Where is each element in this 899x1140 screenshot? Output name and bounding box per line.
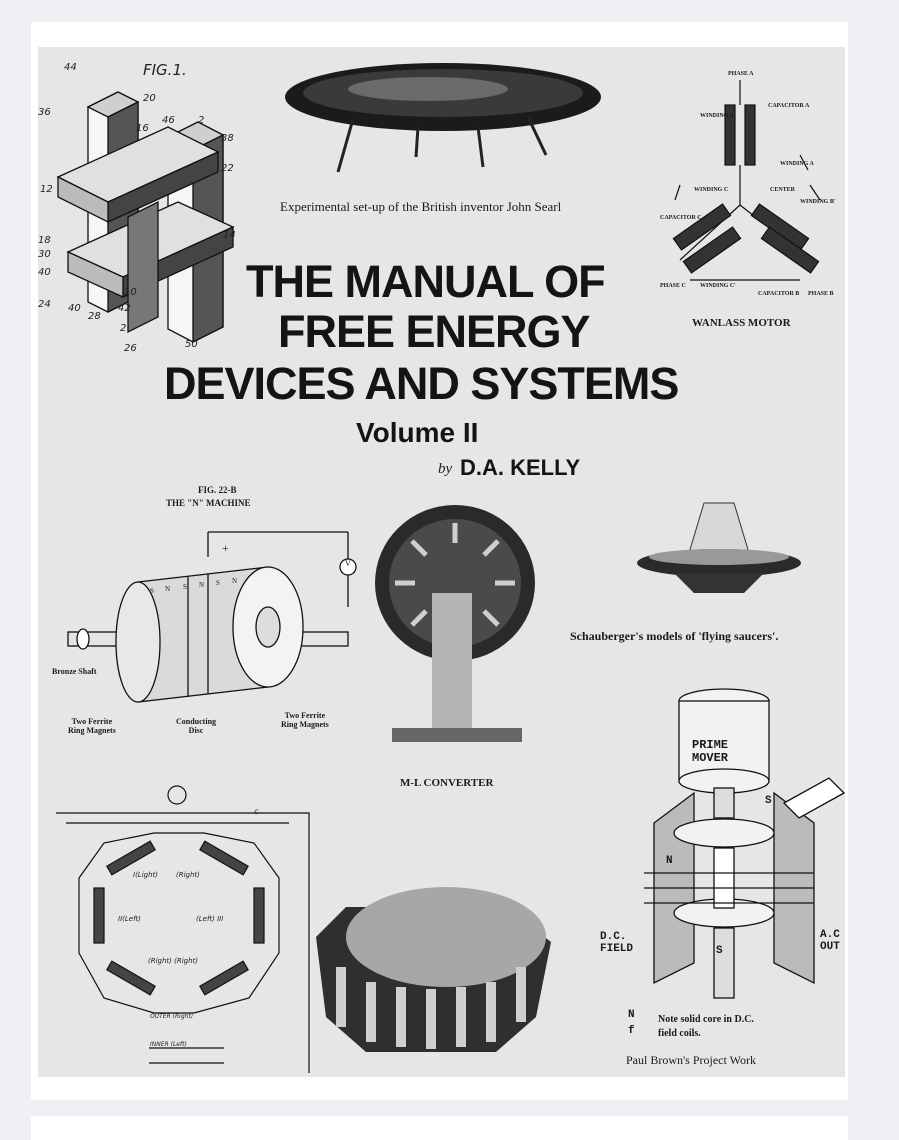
fig1-label-40: 40 bbox=[38, 267, 51, 278]
pole-s-top: S bbox=[765, 795, 772, 807]
wanlass-winding-b-prime: WINDING B' bbox=[800, 199, 836, 205]
plus-terminal: + bbox=[222, 541, 229, 555]
title-line-1: THE MANUAL OF bbox=[246, 256, 606, 307]
author-name: D.A. KELLY bbox=[460, 455, 581, 480]
conducting-disc-label: Conducting Disc bbox=[176, 717, 217, 735]
fig1-label-24: 24 bbox=[38, 299, 51, 310]
fig22b-number: FIG. 22-B bbox=[198, 485, 237, 495]
fig1-diagram bbox=[56, 91, 235, 344]
title-line-3: DEVICES AND SYSTEMS bbox=[164, 358, 679, 409]
wanlass-caption: WANLASS MOTOR bbox=[692, 317, 791, 329]
fig1-label-22: 22 bbox=[221, 163, 234, 174]
magnet-n3: N bbox=[232, 577, 238, 585]
circuit-left-2: II(Left) bbox=[118, 915, 142, 923]
wanlass-phase-c: PHASE C bbox=[660, 283, 686, 289]
fig1-label-18: 18 bbox=[38, 235, 51, 246]
fig1-label-14: 14 bbox=[223, 230, 236, 241]
wanlass-winding-c-prime: WINDING C' bbox=[700, 283, 736, 289]
fig1-label-30: 30 bbox=[38, 249, 51, 260]
note-n-symbol: N bbox=[628, 1009, 635, 1021]
next-card-edge bbox=[31, 1116, 848, 1140]
pole-s-bottom: S bbox=[716, 945, 723, 957]
paul-brown-caption: Paul Brown's Project Work bbox=[626, 1053, 756, 1067]
fig1-label-40b: 40 bbox=[68, 303, 81, 314]
wanlass-winding-a-prime: WINDING A' bbox=[700, 113, 736, 119]
fig1-label-2: 2 bbox=[198, 115, 205, 126]
searl-caption: Experimental set-up of the British inven… bbox=[280, 199, 562, 214]
fig1-label-12: 12 bbox=[40, 184, 53, 195]
ferrite-left-label: Two Ferrite Ring Magnets bbox=[68, 717, 116, 735]
pole-n: N bbox=[666, 855, 673, 867]
fig1-label-42: 42 bbox=[118, 303, 131, 314]
note-text: Note solid core in D.C. field coils. bbox=[658, 1014, 754, 1039]
ml-converter-image bbox=[375, 505, 535, 742]
volt-meter: V bbox=[345, 559, 351, 568]
volume-label: Volume II bbox=[356, 417, 479, 448]
searl-disc-image bbox=[285, 63, 601, 173]
wanlass-winding-c: WINDING C bbox=[694, 187, 729, 193]
note-f-symbol: f bbox=[628, 1025, 635, 1037]
title-line-2: FREE ENERGY bbox=[278, 306, 591, 357]
by-label: by bbox=[438, 461, 453, 477]
segmented-disc-image bbox=[316, 887, 551, 1052]
wanlass-winding-a: WINDING A bbox=[780, 161, 814, 167]
magnet-s3: S bbox=[216, 579, 220, 587]
wanlass-capacitor-a: CAPACITOR A bbox=[768, 103, 810, 109]
schauberger-caption: Schauberger's models of 'flying saucers'… bbox=[570, 629, 779, 643]
fig1-label-10: 10 bbox=[124, 287, 137, 298]
circuit-inner: INNER (Left) bbox=[150, 1041, 187, 1048]
fig1-label-26: 26 bbox=[124, 343, 137, 354]
prime-mover-label: PRIME MOVER bbox=[692, 738, 729, 766]
fig1-label-2b: 2 bbox=[120, 323, 127, 334]
ml-converter-caption: M-L CONVERTER bbox=[400, 777, 494, 789]
ac-out-label: A.C OUT bbox=[820, 929, 840, 954]
fig1-label-36: 36 bbox=[38, 107, 51, 118]
bronze-shaft-label: Bronze Shaft bbox=[52, 667, 97, 676]
fig1-label-46: 46 bbox=[162, 115, 175, 126]
fig22b-name: THE "N" MACHINE bbox=[166, 498, 251, 508]
circuit-outer: OUTER (Right) bbox=[150, 1013, 194, 1020]
wanlass-motor-diagram bbox=[672, 80, 821, 281]
circuit-left-1: I(Light) bbox=[133, 871, 158, 879]
fig1-label-50: 50 bbox=[185, 339, 198, 350]
magnet-n1: N bbox=[165, 585, 171, 593]
fig1-label-44: 44 bbox=[64, 62, 77, 73]
ferrite-right-label: Two Ferrite Ring Magnets bbox=[281, 711, 329, 729]
prime-mover-generator-diagram bbox=[644, 688, 845, 999]
fig1-label-20: 20 bbox=[143, 93, 156, 104]
schauberger-saucer-image bbox=[637, 502, 801, 593]
wanlass-phase-b: PHASE B bbox=[808, 291, 834, 297]
magnet-n2: N bbox=[199, 581, 205, 589]
book-cover: FIG.1. 44 20 36 16 46 2 38 22 12 14 18 3… bbox=[38, 47, 845, 1077]
magnet-s1: S bbox=[150, 587, 154, 595]
dc-field-label: D.C. FIELD bbox=[600, 931, 634, 956]
fig1-title: FIG.1. bbox=[143, 61, 187, 79]
n-machine-diagram bbox=[67, 531, 357, 703]
wanlass-capacitor-c: CAPACITOR C bbox=[660, 215, 702, 221]
circuit-c-label: c bbox=[254, 807, 259, 816]
fig1-label-28: 28 bbox=[88, 311, 101, 322]
magnet-s2: S bbox=[183, 583, 187, 591]
coil-circuit-diagram bbox=[56, 785, 310, 1073]
fig1-label-16: 16 bbox=[136, 123, 149, 134]
circuit-left-3: (Right) (Right) bbox=[148, 957, 199, 965]
wanlass-center: CENTER bbox=[770, 187, 796, 193]
wanlass-capacitor-b: CAPACITOR B bbox=[758, 291, 800, 297]
circuit-right-1: (Right) bbox=[176, 871, 200, 879]
circuit-right-2: (Left) III bbox=[196, 915, 224, 923]
wanlass-phase-a: PHASE A bbox=[728, 71, 754, 77]
fig1-label-38: 38 bbox=[221, 133, 234, 144]
